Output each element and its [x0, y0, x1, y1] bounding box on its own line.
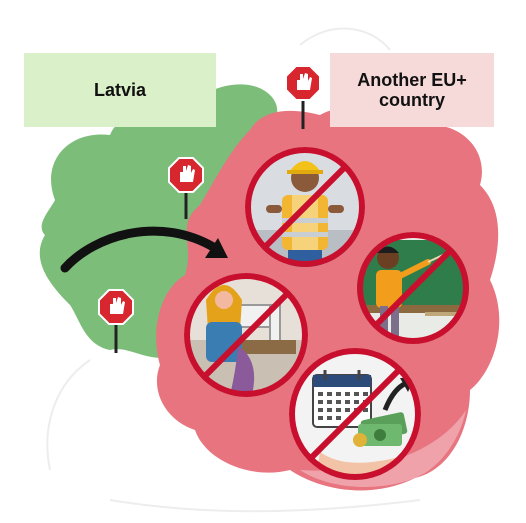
stop-sign-icon [168, 157, 204, 219]
teacher-icon [357, 232, 469, 344]
background-outline [46, 27, 421, 513]
construction-worker-icon [245, 147, 365, 267]
stop-sign-icon [98, 289, 134, 353]
latvia-region [39, 84, 278, 358]
calendar-money-icon [289, 348, 421, 480]
other-country-region-shade [300, 410, 466, 488]
latvia-label: Latvia [24, 53, 216, 127]
other-country-label-line1: Another EU+ [357, 70, 467, 90]
stop-sign-icon [285, 65, 321, 129]
other-country-label-line2: country [378, 90, 445, 110]
latvia-label-text: Latvia [93, 80, 147, 100]
other-country-label: Another EU+ country [330, 53, 494, 127]
curved-arrow-icon [60, 226, 228, 273]
